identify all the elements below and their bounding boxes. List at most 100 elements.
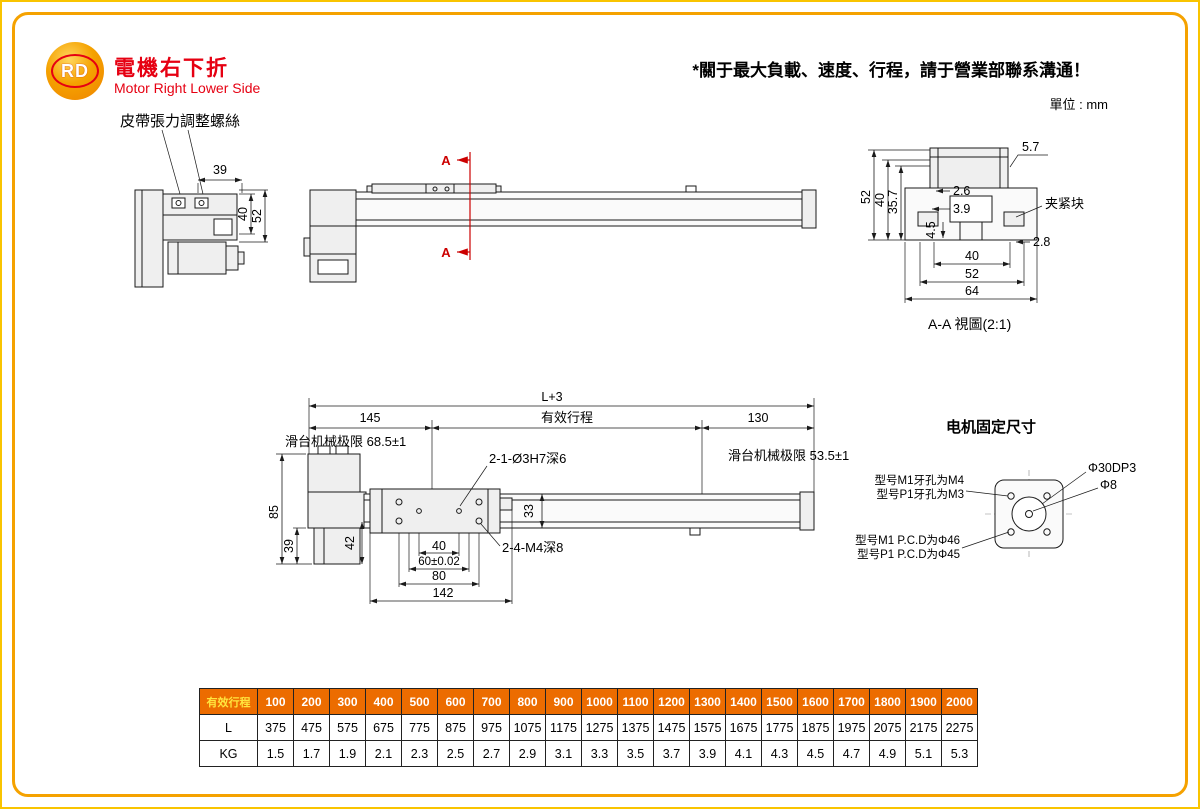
side-view-top: A A bbox=[303, 152, 817, 283]
dim-39-bottom-label: 39 bbox=[282, 539, 296, 553]
table-header-cell: 1700 bbox=[833, 688, 870, 715]
table-header-cell: 1900 bbox=[905, 688, 942, 715]
table-cell: 775 bbox=[401, 714, 438, 741]
table-cell: 2.1 bbox=[365, 740, 402, 767]
table-cell: 1775 bbox=[761, 714, 798, 741]
dim-40-carriage-label: 40 bbox=[432, 539, 446, 553]
table-cell: 2075 bbox=[869, 714, 906, 741]
dim-42-label: 42 bbox=[343, 536, 357, 550]
page-title-en: Motor Right Lower Side bbox=[114, 80, 261, 96]
table-cell: 1.7 bbox=[293, 740, 330, 767]
table-cell: 1.5 bbox=[257, 740, 294, 767]
table-header-cell: 1800 bbox=[869, 688, 906, 715]
table-header-cell: 1600 bbox=[797, 688, 834, 715]
section-letter-a-top: A bbox=[441, 153, 451, 168]
dim-52-bottom-label: 52 bbox=[965, 267, 979, 281]
table-cell: 1475 bbox=[653, 714, 690, 741]
dim-l3-label: L+3 bbox=[541, 390, 562, 404]
table-header-cell: 300 bbox=[329, 688, 366, 715]
table-header-cell: 1500 bbox=[761, 688, 798, 715]
table-cell: 1075 bbox=[509, 714, 546, 741]
table-cell: 2175 bbox=[905, 714, 942, 741]
table-cell: 1275 bbox=[581, 714, 618, 741]
table-row-weight: KG 1.5 1.7 1.9 2.1 2.3 2.5 2.7 2.9 3.1 3… bbox=[199, 740, 978, 767]
table-cell: 4.5 bbox=[797, 740, 834, 767]
table-header-cell: 1300 bbox=[689, 688, 726, 715]
rd-logo-ring: RD bbox=[51, 54, 99, 88]
table-cell: 2.9 bbox=[509, 740, 546, 767]
dim-35p7-label: 35.7 bbox=[886, 190, 900, 214]
table-cell: 5.3 bbox=[941, 740, 978, 767]
table-cell: 3.5 bbox=[617, 740, 654, 767]
dim-52-label: 52 bbox=[250, 209, 264, 223]
rd-logo-text: RD bbox=[61, 60, 89, 81]
table-header-cell: 1100 bbox=[617, 688, 654, 715]
table-cell: 375 bbox=[257, 714, 294, 741]
dim-40-bottom-label: 40 bbox=[965, 249, 979, 263]
table-cell: 3.1 bbox=[545, 740, 582, 767]
end-view: 39 40 52 bbox=[134, 129, 268, 288]
table-cell: 975 bbox=[473, 714, 510, 741]
table-cell: 4.1 bbox=[725, 740, 762, 767]
table-header-cell: 1000 bbox=[581, 688, 618, 715]
table-header-cell: 2000 bbox=[941, 688, 978, 715]
m1-pcd-label: 型号M1 P.C.D为Φ46 bbox=[855, 533, 960, 547]
table-header-cell: 500 bbox=[401, 688, 438, 715]
table-cell: 1975 bbox=[833, 714, 870, 741]
section-cut-line-aa: A A bbox=[441, 152, 471, 260]
table-header-cell: 100 bbox=[257, 688, 294, 715]
dim-142-label: 142 bbox=[433, 586, 454, 600]
phi30-label: Φ30DP3 bbox=[1088, 461, 1136, 475]
table-header-stroke: 有效行程 bbox=[199, 688, 258, 715]
dim-2p8-label: 2.8 bbox=[1033, 235, 1050, 249]
dowel-hole-callout: 2-1-Ø3H7深6 bbox=[489, 451, 566, 466]
table-cell: 5.1 bbox=[905, 740, 942, 767]
p1-thread-label: 型号P1牙孔为M3 bbox=[876, 487, 964, 501]
belt-tension-label: 皮帶張力調整螺絲 bbox=[120, 113, 241, 130]
dim-52-left-label: 52 bbox=[859, 190, 873, 204]
unit-label: 單位 : mm bbox=[1049, 97, 1109, 112]
dim-145-label: 145 bbox=[360, 411, 381, 425]
row-label-l: L bbox=[199, 714, 258, 741]
m1-thread-label: 型号M1牙孔为M4 bbox=[875, 473, 965, 487]
motor-mount-title: 电机固定尺寸 bbox=[946, 418, 1036, 436]
clamp-block-label: 夹紧块 bbox=[1045, 196, 1084, 211]
dim-85-label: 85 bbox=[267, 505, 281, 519]
dim-40-left-label: 40 bbox=[873, 193, 887, 207]
slider-limit-right-label: 滑台机械极限 53.5±1 bbox=[728, 448, 849, 463]
rd-logo: RD bbox=[46, 42, 104, 100]
table-cell: 1675 bbox=[725, 714, 762, 741]
page-title-cn: 電機右下折 bbox=[114, 57, 229, 80]
motor-mount-view: 电机固定尺寸 Φ30DP3 Φ8 型号M1牙孔为M4 型号P1牙孔为M3 型号M… bbox=[855, 418, 1136, 561]
dim-33-label: 33 bbox=[522, 504, 536, 518]
table-cell: 2275 bbox=[941, 714, 978, 741]
table-header-cell: 800 bbox=[509, 688, 546, 715]
dim-60-label: 60±0.02 bbox=[418, 556, 460, 568]
table-cell: 475 bbox=[293, 714, 330, 741]
stroke-table: 有效行程 100 200 300 400 500 600 700 800 900… bbox=[199, 688, 978, 767]
table-cell: 1875 bbox=[797, 714, 834, 741]
table-header-cell: 400 bbox=[365, 688, 402, 715]
table-cell: 3.9 bbox=[689, 740, 726, 767]
table-cell: 1375 bbox=[617, 714, 654, 741]
table-cell: 2.3 bbox=[401, 740, 438, 767]
table-cell: 575 bbox=[329, 714, 366, 741]
row-label-kg: KG bbox=[199, 740, 258, 767]
table-header-cell: 1400 bbox=[725, 688, 762, 715]
table-cell: 4.3 bbox=[761, 740, 798, 767]
table-header-cell: 700 bbox=[473, 688, 510, 715]
table-header-cell: 600 bbox=[437, 688, 474, 715]
p1-pcd-label: 型号P1 P.C.D为Φ45 bbox=[857, 547, 960, 561]
side-view-bottom: L+3 145 有效行程 130 滑台机械极限 68.5±1 滑台机械极限 53… bbox=[267, 390, 849, 604]
notice-text: *關于最大負載、速度、行程，請于營業部聯系溝通！ bbox=[692, 61, 1090, 80]
effective-stroke-label: 有效行程 bbox=[541, 410, 593, 425]
table-cell: 1.9 bbox=[329, 740, 366, 767]
table-cell: 1175 bbox=[545, 714, 582, 741]
section-view-aa: 5.7 2.6 3.9 4.5 夹紧块 2.8 52 40 35.7 bbox=[859, 140, 1084, 332]
table-header-cell: 1200 bbox=[653, 688, 690, 715]
dim-80-label: 80 bbox=[432, 569, 446, 583]
phi8-label: Φ8 bbox=[1100, 478, 1117, 492]
section-letter-a-bottom: A bbox=[441, 245, 451, 260]
table-header-row: 有效行程 100 200 300 400 500 600 700 800 900… bbox=[199, 688, 978, 715]
